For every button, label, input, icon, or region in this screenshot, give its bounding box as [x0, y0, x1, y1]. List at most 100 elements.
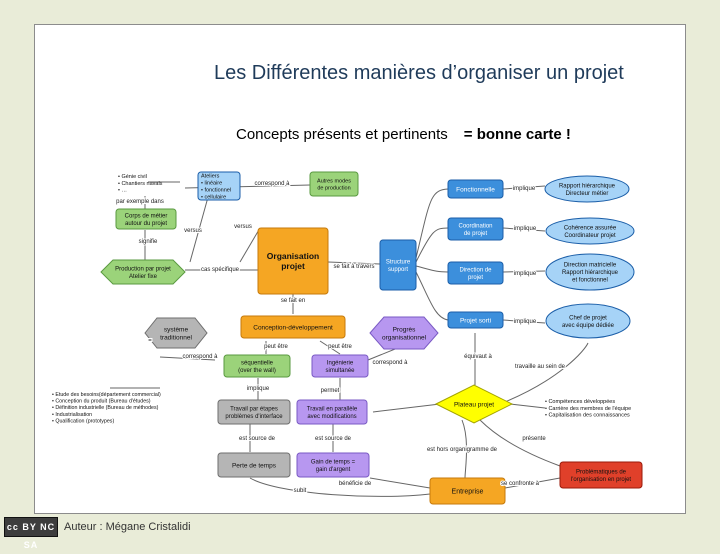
fonctionnelle-label: Fonctionnelle [456, 186, 495, 193]
edge-benefice [369, 477, 431, 489]
edge-label-peut-etre-2: peut être [328, 344, 352, 350]
plateau-label: Plateau projet [454, 401, 494, 408]
sequentielle-label: séquentielle(over the wall) [238, 360, 276, 374]
edge-label-se-confronte: se confronte à [501, 481, 540, 487]
nodes-layer: • Génie civil• Chantiers navals• … Atelie… [52, 171, 643, 505]
gain-temps-label: Gain de temps =gain d'argent [311, 459, 356, 473]
edge-impl-3 [502, 270, 546, 273]
edge-impl-1 [502, 185, 546, 190]
conception-dev-node: Conception-développement [240, 315, 346, 339]
subtitle-text: Concepts présents et pertinents [236, 126, 448, 143]
slide-subtitle: Concepts présents et pertinents = bonne c… [236, 126, 571, 143]
edge-labels-layer: correspond à par exemple dans versus versus… [115, 180, 567, 495]
edge-label-equals: = [148, 338, 152, 344]
footer-author: Auteur : Mégane Cristalidi [64, 521, 191, 533]
cc-license-icon: cc BY NC SA [4, 517, 58, 550]
edge-label-cas-specifique: cas spécifique [201, 267, 240, 273]
edge-ss-dir [415, 265, 449, 273]
ateliers-label: Ateliers• linéaire• fonctionnel• cellula… [201, 173, 231, 200]
gain-temps-node: Gain de temps =gain d'argent [296, 452, 370, 478]
edge-impl-4 [502, 319, 546, 324]
edge-label-subit: subit [294, 488, 307, 494]
edge-ss-fonct [415, 188, 449, 259]
edge-competences [509, 403, 546, 409]
edges-layer [110, 181, 589, 497]
edge-label-correspond-a-3: correspond à [372, 360, 408, 366]
edge-versus-2 [239, 227, 261, 263]
projet-sorti-label: Projet sorti [460, 317, 491, 324]
edge-label-implique-3: implique [514, 271, 537, 277]
edge-versus-1 [189, 189, 211, 263]
projet-sorti-node: Projet sorti [447, 311, 504, 329]
edge-label-implique-2: implique [514, 226, 537, 232]
edge-travers [327, 261, 381, 265]
edge-subit [249, 477, 431, 497]
slide-title: Les Différentes manières d’organiser un … [214, 62, 624, 84]
liste-etapes-label: • Etude des besoins(département commerci… [52, 392, 161, 424]
edge-ss-coord [415, 227, 449, 263]
edge-label-versus-1: versus [184, 228, 202, 234]
conception-dev-label: Conception-développement [253, 324, 333, 331]
edge-label-par-exemple: par exemple dans [116, 199, 164, 205]
edge-label-est-source-1: est source de [239, 436, 276, 442]
fonctionnelle-node: Fonctionnelle [447, 179, 504, 199]
sequentielle-node: séquentielle(over the wall) [223, 354, 291, 378]
edge-peut-2 [319, 340, 341, 355]
edge-presente [479, 419, 561, 467]
edge-travaille [499, 342, 589, 405]
competences-label: • Compétences développées• Carrière des … [545, 399, 631, 419]
edge-seq-trad [159, 356, 216, 361]
edge-label-equivaut: équivaut à [464, 354, 492, 360]
edge-label-versus-2: versus [234, 224, 252, 230]
genie-node: • Génie civil• Chantiers navals• … [118, 174, 163, 194]
edge-impl-2 [502, 227, 546, 232]
perte-temps-label: Perte de temps [232, 462, 277, 469]
concept-map: • Génie civil• Chantiers navals• … Atelie… [52, 171, 643, 505]
edge-label-benefice: bénéficie de [339, 481, 372, 487]
entreprise-label: Entreprise [452, 488, 484, 495]
edge-label-implique-5: implique [247, 386, 270, 392]
edge-label-se-fait-en: se fait en [281, 298, 305, 304]
liste-etapes-node: • Etude des besoins(département commerci… [52, 392, 161, 424]
edge-label-peut-etre-1: peut être [264, 344, 288, 350]
edge-label-correspond-a-2: correspond à [182, 354, 218, 360]
edge-confronte [504, 477, 561, 489]
edge-label-permet: permet [321, 388, 340, 394]
subtitle-emphasis: = bonne carte ! [463, 126, 571, 143]
edge-label-signifie: signifie [139, 239, 158, 245]
edge-label-travaille: travaille au sein de [515, 364, 566, 370]
plateau-node: Plateau projet [434, 384, 514, 424]
edge-ss-sorti [415, 271, 449, 321]
edge-hors [461, 419, 467, 479]
